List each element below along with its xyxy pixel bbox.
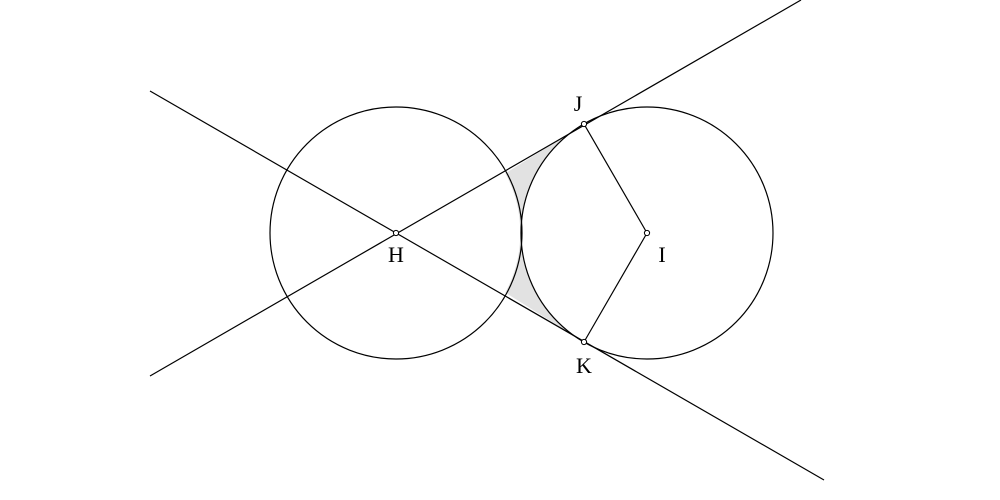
shaded-region — [505, 124, 584, 342]
label-k: K — [576, 353, 592, 378]
label-i: I — [658, 242, 665, 267]
point-k — [580, 338, 588, 346]
circle-h — [269, 106, 523, 360]
circle-i — [520, 106, 774, 360]
point-i — [643, 229, 651, 237]
tangent-line-hj — [149, 0, 802, 377]
point-h — [392, 229, 400, 237]
label-h: H — [388, 242, 404, 267]
label-j: J — [574, 91, 583, 116]
segment-ij — [583, 123, 648, 234]
point-j — [580, 120, 588, 128]
segment-ik — [583, 232, 648, 343]
tangent-line-hk — [149, 90, 825, 481]
